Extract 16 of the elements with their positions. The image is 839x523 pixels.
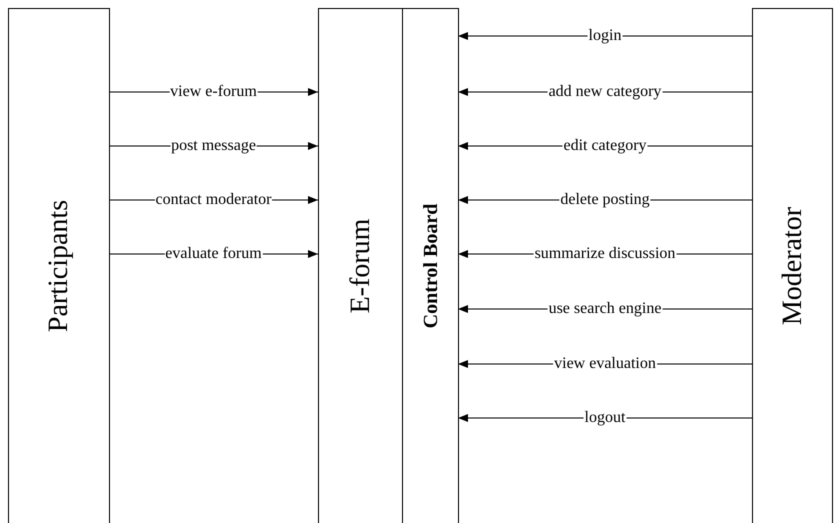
arrow (458, 32, 752, 40)
lifeline-box (318, 8, 404, 523)
lifeline-box (752, 8, 833, 523)
edge-label: add new category (548, 84, 662, 100)
lifeline-label: E-forum (347, 218, 375, 314)
lifeline-label: Moderator (778, 206, 806, 326)
edge-label: edit category (562, 138, 648, 154)
lifeline-label: Participants (45, 200, 73, 332)
edge-label: use search engine (548, 301, 662, 317)
lifeline-box (8, 8, 110, 523)
edge-label: delete posting (559, 192, 651, 208)
edge-label: login (588, 28, 622, 44)
edge-label: post message (170, 138, 257, 154)
lifeline-box (402, 8, 459, 523)
lifeline-label: Control Board (420, 204, 440, 328)
edge-label: logout (584, 410, 626, 426)
